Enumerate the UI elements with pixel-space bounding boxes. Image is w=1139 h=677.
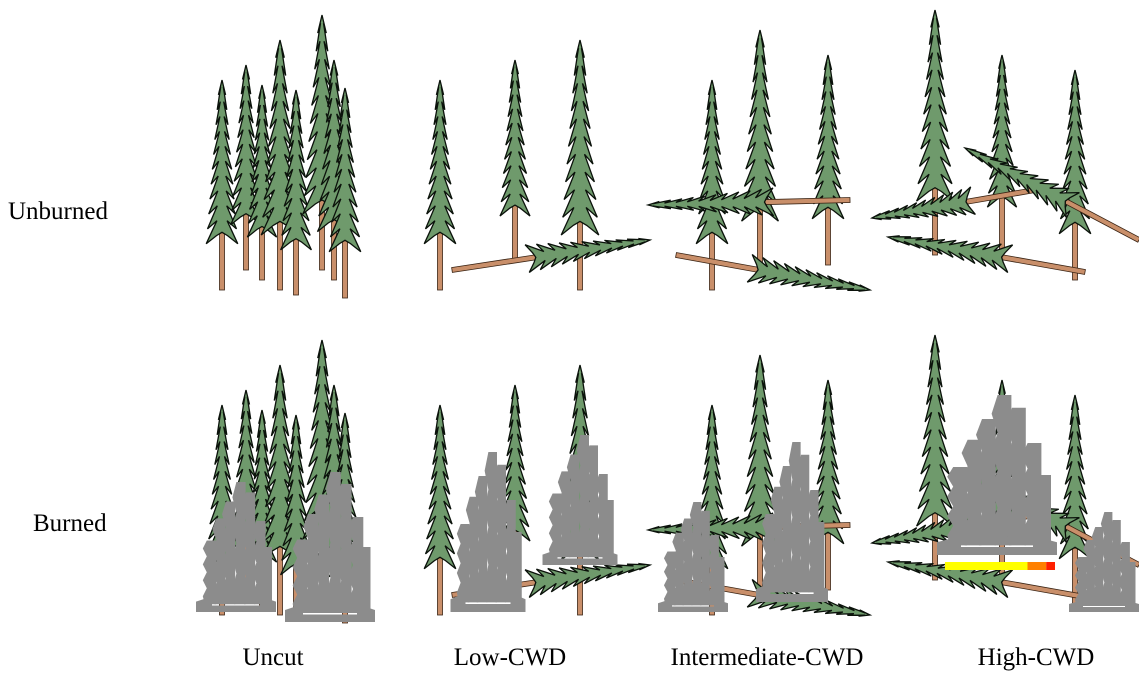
conifer-tree-icon <box>205 79 239 291</box>
conifer-tree-icon <box>499 59 531 261</box>
panel-intermediate-cwd-burned <box>645 354 873 617</box>
fallen-log-icon <box>451 237 653 273</box>
conifer-tree-icon <box>986 54 1018 251</box>
smoke-plume-icon <box>542 435 618 565</box>
conifer-tree-icon <box>916 9 954 256</box>
smoke-plume-icon <box>285 472 375 622</box>
conifer-tree-icon <box>230 64 262 271</box>
conifer-tree-icon <box>423 404 457 616</box>
conifer-tree-icon <box>423 79 457 291</box>
fallen-log-icon <box>885 235 1086 275</box>
panel-uncut-unburned <box>205 14 362 299</box>
conifer-tree-icon <box>811 379 845 591</box>
fallen-log-icon <box>675 252 873 292</box>
conifer-tree-icon <box>280 89 312 296</box>
smoke-plume-icon <box>658 502 728 612</box>
conifer-tree-icon <box>246 84 278 281</box>
panel-high-cwd-burned <box>870 334 1139 612</box>
row-label-unburned: Unburned <box>8 198 108 225</box>
conifer-tree-icon <box>328 87 362 299</box>
conifer-tree-icon <box>741 29 779 276</box>
fallen-log-icon <box>870 186 1036 221</box>
conifer-tree-icon <box>811 54 845 266</box>
conifer-tree-icon <box>1058 69 1092 281</box>
smoke-plume-icon <box>196 482 276 612</box>
row-label-burned: Burned <box>33 510 107 537</box>
fallen-log-icon <box>645 187 851 217</box>
conifer-tree-icon <box>916 334 954 581</box>
smoke-plume-icon <box>937 395 1057 555</box>
col-label-uncut: Uncut <box>242 644 304 671</box>
col-label-low-cwd: Low-CWD <box>453 644 567 671</box>
smoke-plume-icon <box>756 442 828 602</box>
panel-uncut-burned <box>196 339 375 624</box>
flame-icon <box>945 562 1055 570</box>
smoke-plume-icon <box>1069 512 1139 612</box>
col-label-high-cwd: High-CWD <box>977 644 1095 671</box>
panel-low-cwd-burned <box>423 364 653 616</box>
panel-intermediate-cwd-unburned <box>645 29 873 292</box>
panel-low-cwd-unburned <box>423 39 653 291</box>
panel-high-cwd-unburned <box>870 9 1139 281</box>
fallen-log-icon <box>962 146 1139 243</box>
col-label-intermediate-cwd: Intermediate-CWD <box>670 644 864 671</box>
fallen-log-icon <box>885 560 1086 600</box>
smoke-plume-icon <box>450 452 526 612</box>
conifer-tree-icon <box>560 39 600 291</box>
